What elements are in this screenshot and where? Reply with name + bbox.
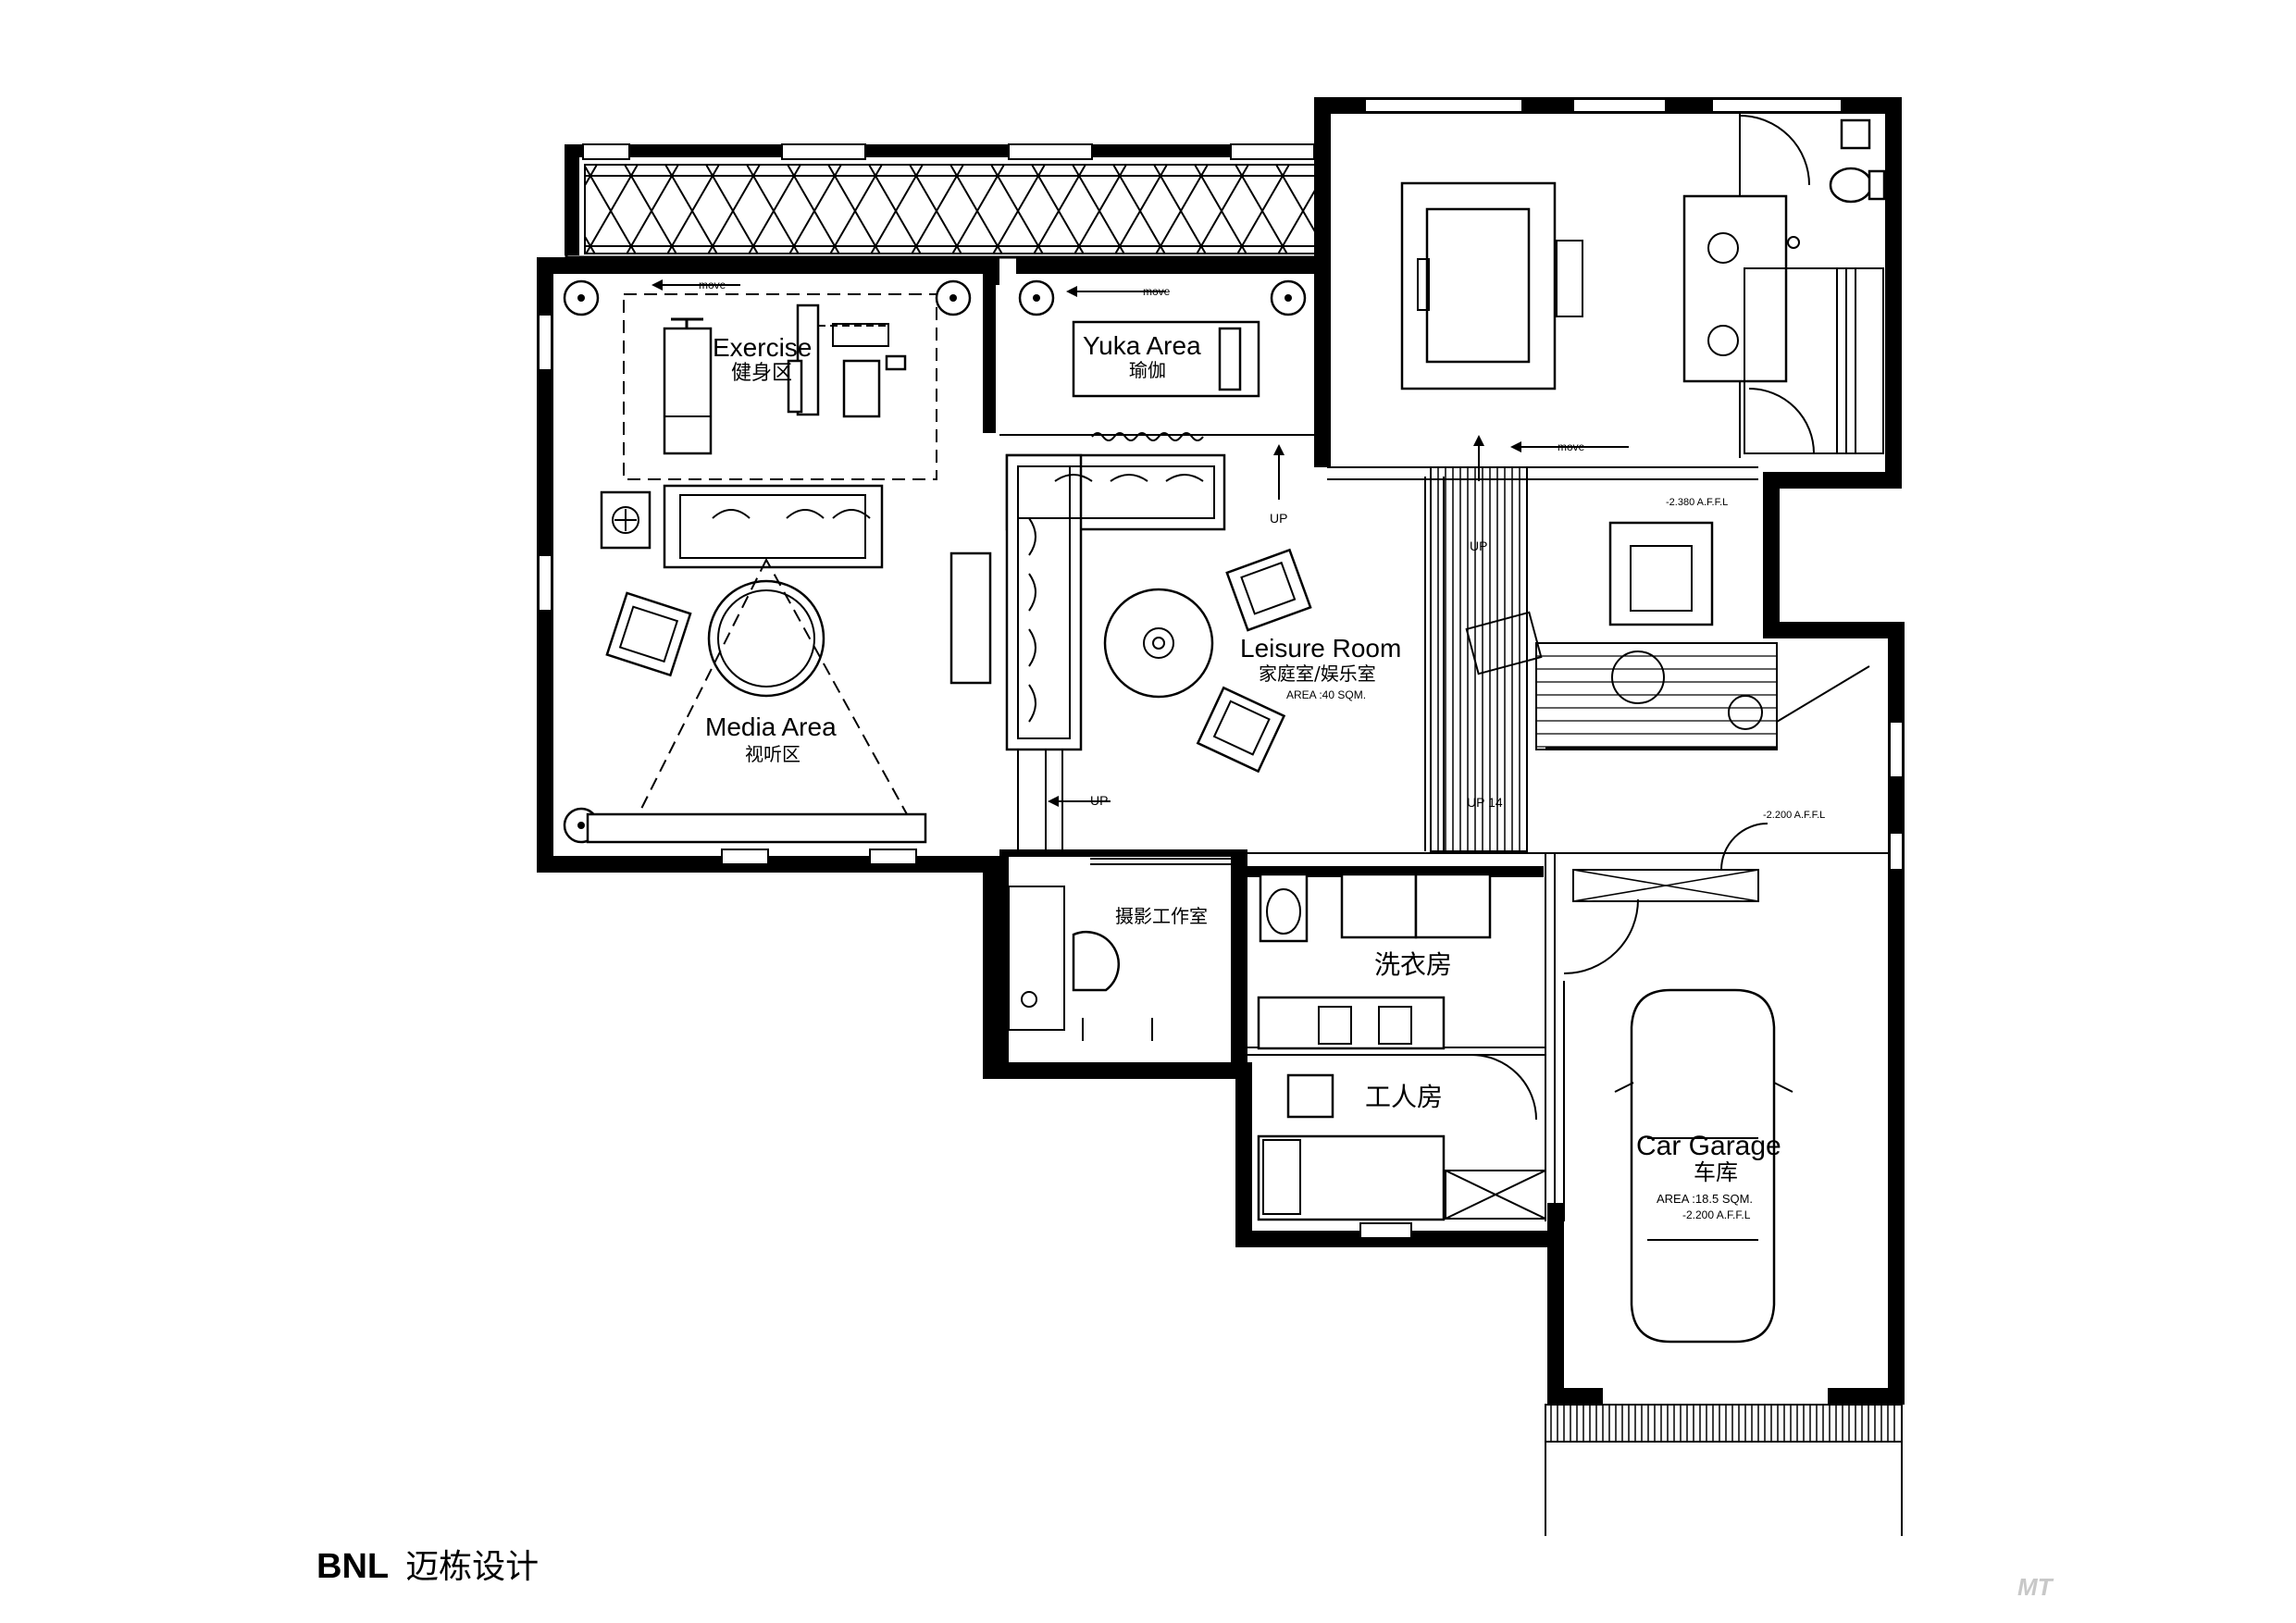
move-label-exercise: move (699, 279, 726, 291)
leisure-room (949, 453, 1312, 851)
move-arrows (652, 279, 1629, 807)
columns (563, 279, 1307, 844)
up-label-leisure: UP (1270, 511, 1287, 526)
brand-name-cn: 迈栋设计 (405, 1548, 540, 1586)
garage-level-label: -2.200 A.F.F.L (1682, 1208, 1751, 1221)
watermark-logo: MT (2017, 1573, 2053, 1601)
laundry-label: 洗衣房 (1374, 949, 1452, 980)
room-labels: Exercise 健身区 Yuka Area 瑜伽 Media Area 视听区… (705, 331, 1781, 1221)
worker-room (1257, 1054, 1546, 1221)
exercise-label-cn: 健身区 (731, 362, 792, 385)
leisure-area-label: AREA :40 SQM. (1286, 688, 1366, 701)
leisure-label-en: Leisure Room (1240, 634, 1401, 663)
yuka-label-en: Yuka Area (1083, 331, 1201, 360)
yuka-area (987, 304, 1260, 441)
photo-studio-label: 摄影工作室 (1115, 905, 1208, 927)
exercise-label-en: Exercise (713, 333, 812, 362)
yuka-label-cn: 瑜伽 (1129, 359, 1166, 381)
laundry-room (1257, 873, 1492, 1050)
brand-logo-text: BNL (316, 1547, 390, 1586)
garage-label-cn: 车库 (1694, 1159, 1738, 1185)
level-label-stair: -2.200 A.F.F.L (1763, 810, 1825, 821)
photo-studio (1008, 863, 1231, 1041)
move-label-yuka: move (1143, 285, 1171, 298)
level-label-upper: -2.380 A.F.F.L (1666, 497, 1728, 508)
up14-label: UP 14 (1467, 795, 1503, 810)
move-label-hall: move (1558, 440, 1585, 453)
exercise-area (623, 293, 937, 480)
dining-room (1400, 181, 1583, 390)
worker-room-label: 工人房 (1365, 1082, 1443, 1112)
annotation-labels: move move move UP UP UP UP 14 -2.380 A.F… (699, 279, 1825, 821)
main-stair-treads (1430, 467, 1528, 851)
media-label-cn: 视听区 (745, 743, 800, 765)
terrace-planter (565, 143, 1323, 259)
brand-footer: BNL 迈栋设计 (316, 1540, 539, 1588)
leisure-label-cn: 家庭室/娱乐室 (1259, 663, 1376, 685)
up-label-west: UP (1090, 793, 1108, 808)
driveway-apron (1545, 1404, 1903, 1536)
garage-area-label: AREA :18.5 SQM. (1657, 1192, 1753, 1206)
exterior-walls (537, 97, 1905, 1405)
north-windows (1364, 98, 1843, 113)
bathroom (1682, 115, 1886, 454)
car-garage (1563, 823, 1793, 1344)
second-stair-treads (1536, 642, 1777, 748)
west-windows (538, 314, 1904, 1239)
media-area (586, 484, 927, 844)
second-stair (1465, 521, 1870, 750)
garage-label-en: Car Garage (1636, 1131, 1781, 1161)
media-label-en: Media Area (705, 712, 837, 741)
up-label-stair: UP (1470, 539, 1487, 553)
